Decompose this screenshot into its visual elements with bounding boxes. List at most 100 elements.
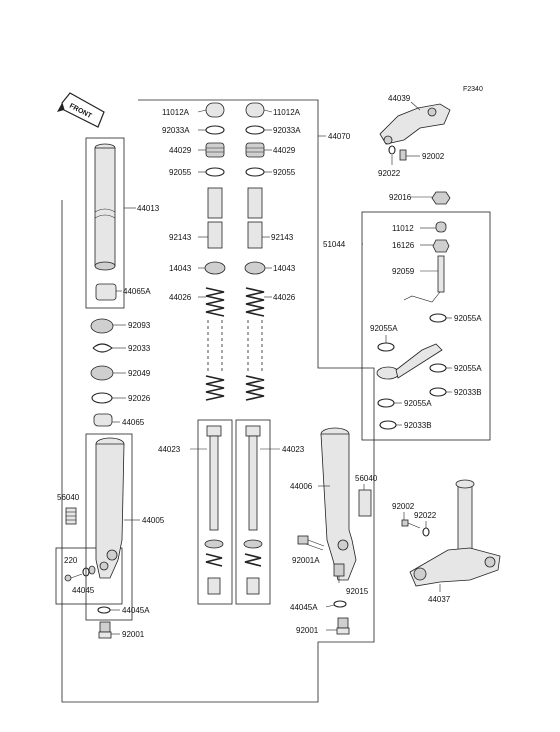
gasket-44045a-right (333, 600, 347, 608)
label-44006: 44006 (290, 482, 313, 491)
spring-left-upper (205, 287, 225, 317)
label-44023-left: 44023 (158, 445, 181, 454)
label-56040-left: 56040 (57, 493, 80, 502)
label-92055-right: 92055 (273, 168, 296, 177)
cap-11012 (435, 221, 447, 233)
upper-bracket (379, 103, 451, 145)
o-ring-92055a-4 (377, 398, 395, 408)
guide-bushing-a (95, 283, 117, 301)
label-92055a-4: 92055A (404, 399, 432, 408)
nut-16126 (432, 239, 450, 253)
label-11012a-right: 11012A (273, 108, 301, 117)
leader-lines (110, 101, 452, 635)
clamp-bolt-220 (64, 573, 83, 582)
label-92022-top: 92022 (378, 169, 401, 178)
label-44029-left: 44029 (169, 146, 192, 155)
label-44023-right: 44023 (282, 445, 305, 454)
label-92016: 92016 (389, 193, 412, 202)
label-92059: 92059 (392, 267, 415, 276)
guide-bushing (93, 413, 113, 427)
label-92026: 92026 (128, 394, 151, 403)
reflector-right (358, 489, 372, 517)
damper-left-box (197, 419, 233, 605)
drain-bolt-right (336, 617, 350, 635)
needle-92059 (403, 255, 445, 303)
label-92002-top: 92002 (422, 152, 445, 161)
axle-bolt-92001a (297, 535, 325, 547)
label-92001-left: 92001 (122, 630, 145, 639)
label-92143-left: 92143 (169, 233, 192, 242)
label-92033a-right: 92033A (273, 126, 301, 135)
label-44065a: 44065A (123, 287, 151, 296)
clamp-washers-44045 (82, 565, 96, 577)
oil-seal (90, 365, 114, 381)
outer-tube-right (320, 427, 357, 581)
label-44026-left: 44026 (169, 293, 192, 302)
stopper-ring (92, 343, 113, 353)
label-44005: 44005 (142, 516, 165, 525)
o-ring-left-mid (205, 167, 225, 177)
label-51044: 51044 (323, 240, 346, 249)
damper-rod-right (243, 425, 263, 595)
damper-kit-box (361, 211, 491, 441)
drain-bolt-left (98, 621, 112, 639)
label-56040-right: 56040 (355, 474, 378, 483)
damper-rod-left (204, 425, 224, 595)
adjuster-right (245, 142, 265, 158)
label-11012a-left: 11012A (162, 108, 190, 117)
label-44037: 44037 (428, 595, 451, 604)
o-ring-right-top (245, 125, 265, 135)
label-92055-left: 92055 (169, 168, 192, 177)
label-92055a-2: 92055A (370, 324, 398, 333)
damper-right-box (235, 419, 271, 605)
label-44013: 44013 (137, 204, 160, 213)
label-92049: 92049 (128, 369, 151, 378)
spring-right-lower (245, 375, 265, 401)
label-92001-right: 92001 (296, 626, 319, 635)
cap-bolt-right (245, 102, 265, 118)
main-assembly-outline (61, 99, 375, 703)
spring-seat-right (244, 261, 266, 275)
bracket-bolt-92002 (399, 149, 407, 161)
collar-left-upper (207, 187, 223, 219)
o-ring-92033b-1 (429, 387, 447, 397)
label-14043-right: 14043 (273, 264, 296, 273)
washer (91, 392, 113, 404)
clamp-nut-92015 (333, 563, 345, 577)
label-92033b-2: 92033B (404, 421, 432, 430)
stem-washer-92022 (422, 527, 430, 537)
label-92015: 92015 (346, 587, 369, 596)
label-92143-right: 92143 (271, 233, 294, 242)
label-44029-right: 44029 (273, 146, 296, 155)
label-14043-left: 14043 (169, 264, 192, 273)
spring-seat-left (204, 261, 226, 275)
label-44039: 44039 (388, 94, 411, 103)
collar-left-lower (207, 221, 223, 249)
label-92033: 92033 (128, 344, 151, 353)
reflector-left (65, 507, 77, 525)
label-44065: 44065 (122, 418, 145, 427)
front-arrow-icon: FRONT (57, 92, 105, 128)
o-ring-92055a-3 (429, 363, 447, 373)
label-92022-bottom: 92022 (414, 511, 437, 520)
spring-right-upper (245, 287, 265, 317)
adjuster-left (205, 142, 225, 158)
collar-right-upper (247, 187, 263, 219)
nut-92016 (431, 191, 451, 205)
label-92002-bottom: 92002 (392, 502, 415, 511)
label-44070: 44070 (328, 132, 351, 141)
collar-right-lower (247, 221, 263, 249)
stem-bolt-92002 (401, 519, 421, 529)
o-ring-right-mid (245, 167, 265, 177)
label-92001a: 92001A (292, 556, 320, 565)
damper-valve (376, 343, 443, 380)
label-92055a-1: 92055A (454, 314, 482, 323)
cap-bolt-left (205, 102, 225, 118)
label-16126: 16126 (392, 241, 415, 250)
label-44045a-left: 44045A (122, 606, 150, 615)
label-44045a-right: 44045A (290, 603, 318, 612)
o-ring-92033b-2 (379, 420, 397, 430)
outer-tube-box (85, 433, 133, 621)
o-ring-92055a-1 (429, 313, 447, 323)
